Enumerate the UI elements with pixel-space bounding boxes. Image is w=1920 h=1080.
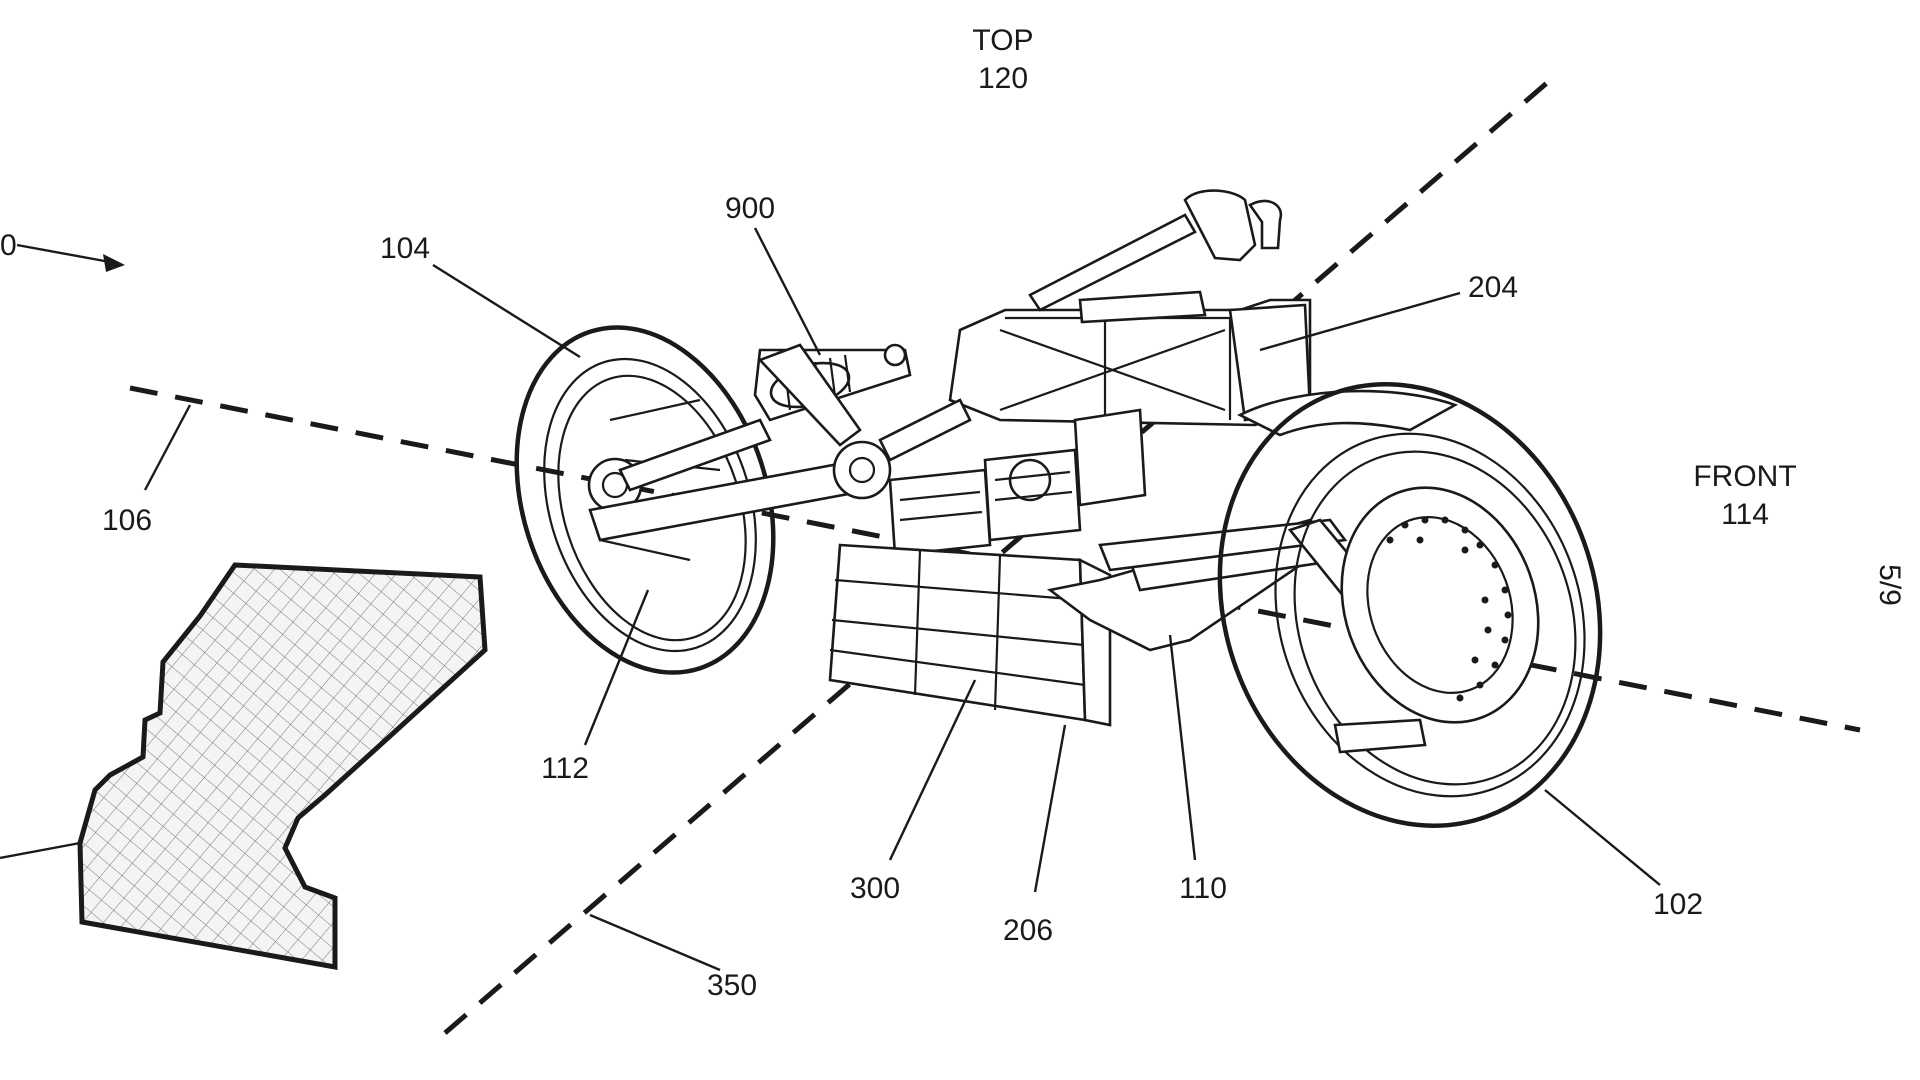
label-204: 204 [1468,271,1518,304]
label-900: 900 [725,192,775,225]
label-104: 104 [380,232,430,265]
axis-line-lateral [443,80,1550,1035]
rear-frame-link [757,343,972,462]
front-fender [1237,389,1459,437]
leader-102 [1544,789,1661,886]
motor-assembly [888,408,1147,557]
leader-106 [143,404,192,491]
leader-206 [1033,724,1067,893]
battery-pack [828,543,1112,727]
hatched-region [0,562,488,970]
leader-110 [1168,634,1197,861]
swingarm [588,418,872,542]
label-top-ref: 120 [978,62,1028,95]
label-206: 206 [1003,914,1053,947]
label-112: 112 [541,752,589,785]
label-102: 102 [1653,888,1703,921]
leader-350 [589,913,721,972]
label-front-ref: 114 [1721,498,1769,531]
leader-112 [583,589,650,746]
front-wheel [1217,382,1603,828]
motorcycle-drawing [514,189,1603,828]
label-106: 106 [102,504,152,537]
sheet-number: 5/9 [1873,564,1906,606]
label-front-word: FRONT [1693,460,1796,493]
leader-104 [432,263,581,359]
figure-arrow [16,243,125,272]
label-110: 110 [1179,872,1227,905]
label-350: 350 [707,969,757,1002]
leader-lines [143,227,1661,972]
leader-900 [753,227,822,356]
leader-300 [888,679,977,861]
upper-frame [948,189,1312,427]
label-top-word: TOP [972,24,1033,57]
leader-204 [1259,291,1461,352]
label-300: 300 [850,872,900,905]
label-figure-ref: 0 [0,229,17,262]
